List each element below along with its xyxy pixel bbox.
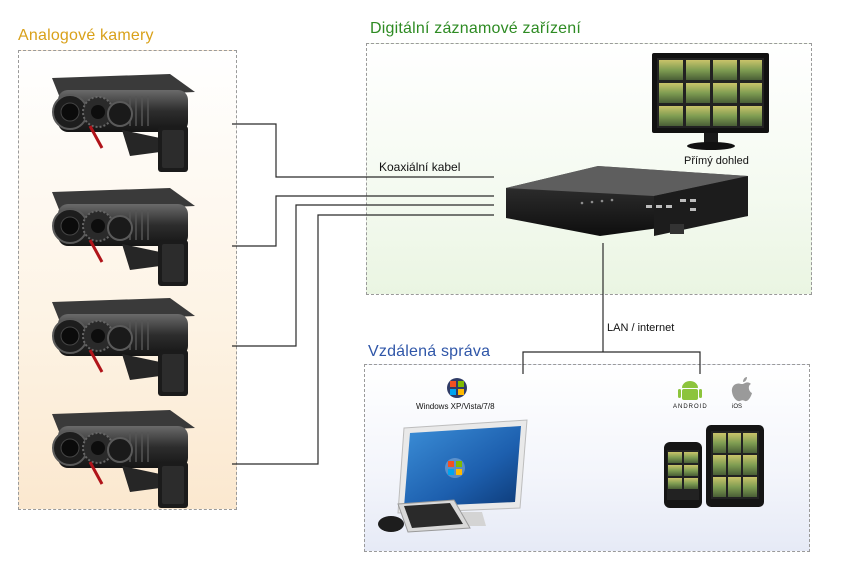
camera-4 [50,408,197,510]
all-in-one-pc [378,419,528,533]
lan-lines [522,243,701,374]
ios-label: iOS [732,404,743,410]
camera-3 [50,296,197,398]
apple-logo-icon [731,377,752,402]
coax-cables [232,123,494,465]
remote-management-title: Vzdálená správa [368,343,491,360]
android-logo-icon [678,381,702,400]
dvr-recorder [506,166,748,236]
android-label: ANDROID [673,404,708,410]
windows-logo-icon [447,378,467,398]
analog-cameras-title: Analogové kamery [18,27,154,44]
tablet [706,425,764,507]
monitor [652,53,769,150]
direct-monitoring-label: Přímý dohled [684,155,749,167]
camera-1 [50,72,197,174]
dvr-title: Digitální záznamové zařízení [370,20,582,37]
smartphone [664,442,702,508]
windows-versions-label: Windows XP/Vista/7/8 [416,402,495,411]
camera-2 [50,186,197,288]
coax-cable-label: Koaxiální kabel [379,160,461,174]
lan-internet-label: LAN / internet [607,322,675,334]
